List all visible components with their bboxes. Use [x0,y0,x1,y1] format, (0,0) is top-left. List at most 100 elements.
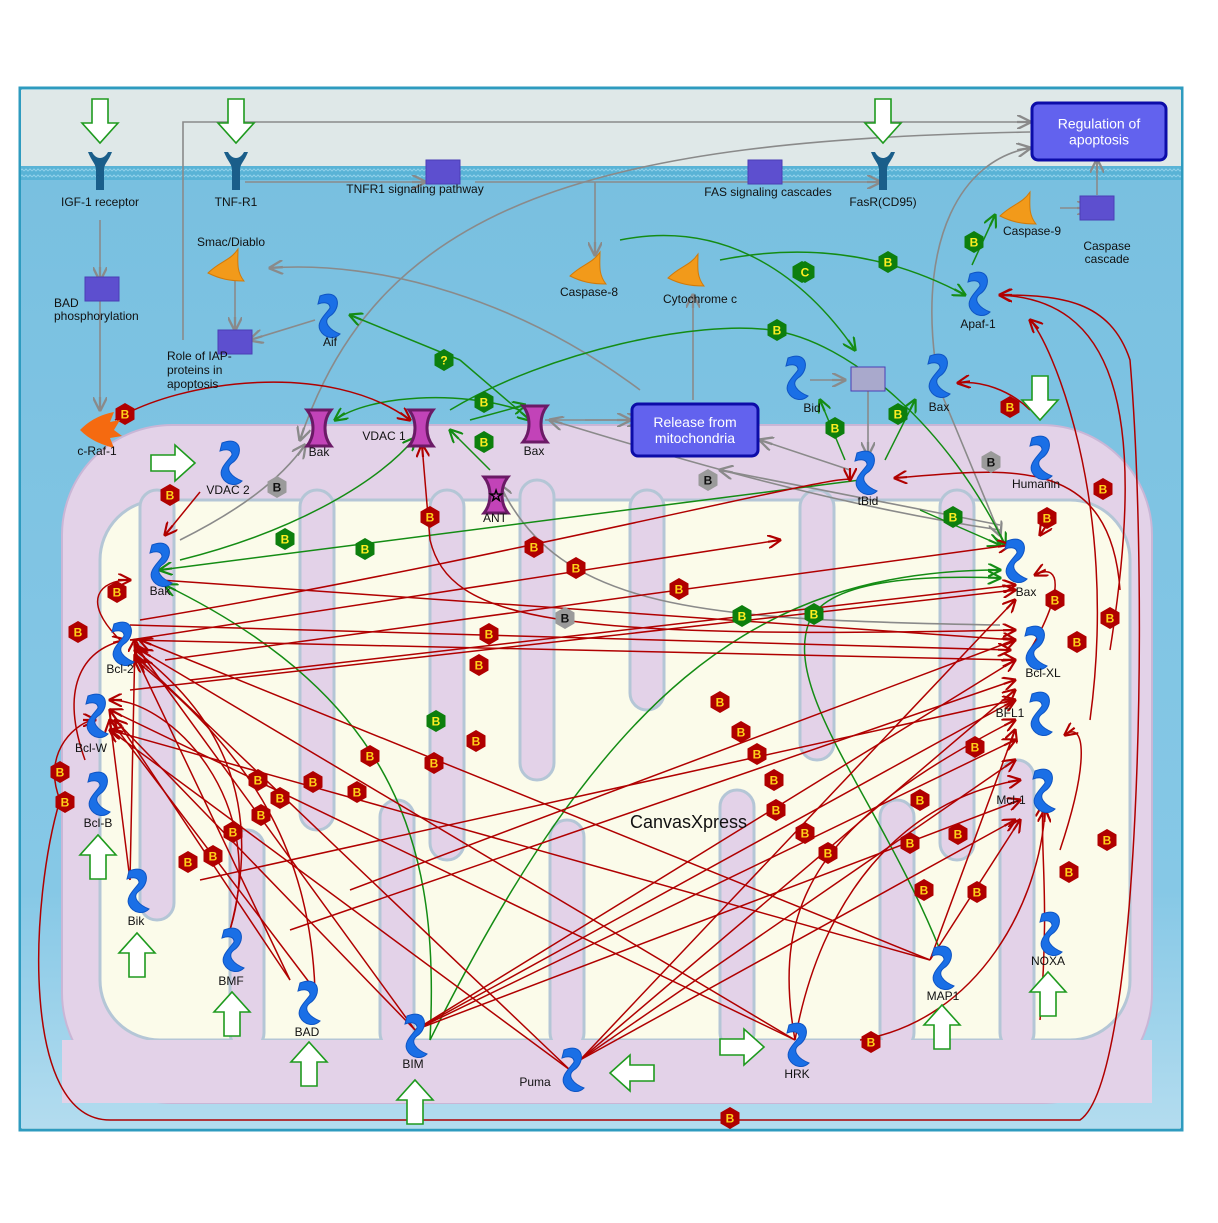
inhibition-badge[interactable]: B [360,745,380,767]
inhibition-badge[interactable]: B [1037,507,1057,529]
bid-cleavage-node[interactable] [850,366,886,392]
tnf-r1[interactable] [224,152,248,190]
inhibition-badge[interactable]: B [710,691,730,713]
fas-receptor[interactable] [871,152,895,190]
activation-badge[interactable]: B [732,605,752,627]
inhibition-badge[interactable]: B [160,484,180,506]
inhibition-badge[interactable]: B [747,743,767,765]
vdac2[interactable] [219,440,243,485]
inhibition-badge[interactable]: B [251,804,271,826]
neutral-badge[interactable]: B [698,469,718,491]
activation-edge[interactable] [450,430,491,471]
activation-badge[interactable]: B [825,417,845,439]
inhibition-edge[interactable] [579,760,1015,1061]
inhibition-badge[interactable]: B [764,769,784,791]
neutral-badge[interactable]: B [267,476,287,498]
inhibition-edge[interactable] [114,381,410,420]
activation-edge[interactable] [165,585,433,1041]
inhibition-edge[interactable] [110,710,796,1041]
humanin[interactable] [1029,435,1053,480]
inhibition-edge[interactable] [115,720,416,1031]
bax[interactable] [1004,538,1028,583]
inhibition-badge[interactable]: B [967,881,987,903]
inhibition-badge[interactable]: B [910,789,930,811]
signal-edge[interactable] [500,485,1001,626]
inhibition-edge[interactable] [958,382,1031,411]
cytochrome-c[interactable] [667,252,706,287]
inhibition-edge[interactable] [579,820,1015,1061]
inhibition-edge[interactable] [135,655,291,981]
tbid[interactable] [854,450,878,495]
inhibition-badge[interactable]: B [248,769,268,791]
iap-role-node[interactable] [217,329,253,355]
c-raf-1[interactable] [80,412,122,448]
inhibition-badge[interactable]: B [479,623,499,645]
inhibition-edge[interactable] [164,545,1010,661]
inhibition-badge[interactable]: B [424,752,444,774]
signal-edge[interactable] [760,440,851,471]
puma[interactable] [561,1047,585,1092]
activation-edge[interactable] [459,359,530,420]
activation-edge[interactable] [919,509,1000,545]
inhibition-edge[interactable] [37,295,1141,1121]
ant-channel[interactable]: ☆ [480,475,512,515]
inhibition-edge[interactable] [199,700,1015,881]
inhibition-edge[interactable] [1030,320,1099,721]
inhibition-badge[interactable]: B [50,761,70,783]
inhibition-edge[interactable] [129,540,780,641]
inhibition-badge[interactable]: B [1045,589,1065,611]
signal-edge[interactable] [179,445,305,541]
inhibition-badge[interactable]: B [766,799,786,821]
inhibition-badge[interactable]: B [420,506,440,528]
inhibition-edge[interactable] [129,639,1015,660]
vdac1-channel[interactable] [405,408,437,448]
activation-edge[interactable] [619,234,855,350]
inhibition-badge[interactable]: B [731,721,751,743]
smac-diablo[interactable] [207,247,246,282]
activation-badge[interactable]: B [888,403,908,425]
activation-badge[interactable]: B [275,528,295,550]
activation-badge[interactable]: B [943,506,963,528]
inhibition-edge[interactable] [129,624,1010,650]
inhibition-badge[interactable]: B [303,771,323,793]
inhibition-badge[interactable]: B [795,822,815,844]
inhibition-badge[interactable]: B [55,791,75,813]
inhibition-edge[interactable] [788,720,1015,1041]
inhibition-edge[interactable] [929,730,1015,961]
bax-channel[interactable] [519,404,551,444]
activation-edge[interactable] [429,570,1000,1041]
inhibition-badge[interactable]: B [566,557,586,579]
inhibition-edge[interactable] [97,580,130,641]
activation-badge[interactable]: B [426,710,446,732]
inhibition-badge[interactable]: B [1100,607,1120,629]
inhibition-badge[interactable]: B [347,781,367,803]
noxa[interactable] [1039,911,1063,956]
inhibition-badge[interactable]: B [948,823,968,845]
igf1-receptor[interactable] [88,152,112,190]
bad-phosphorylation-node[interactable] [84,276,120,302]
inhibition-edge[interactable] [110,720,131,881]
inhibition-edge[interactable] [110,730,931,961]
activation-edge[interactable] [719,251,965,295]
inhibition-badge[interactable]: B [914,879,934,901]
inhibition-badge[interactable]: B [1067,631,1087,653]
inhibition-edge[interactable] [140,640,931,961]
inhibition-badge[interactable]: B [469,654,489,676]
map1[interactable] [931,945,955,990]
inhibition-edge[interactable] [859,810,1045,1041]
inhibition-edge[interactable] [579,690,1015,1061]
inhibition-badge[interactable]: B [1000,396,1020,418]
inhibition-badge[interactable]: B [270,787,290,809]
inhibition-badge[interactable]: B [818,842,838,864]
inhibition-badge[interactable]: B [1097,829,1117,851]
activation-badge[interactable]: B [474,431,494,453]
activation-badge[interactable]: B [355,538,375,560]
inhibition-badge[interactable]: B [223,821,243,843]
neutral-badge[interactable]: B [981,451,1001,473]
inhibition-edge[interactable] [110,730,571,1071]
activation-badge[interactable]: B [878,251,898,273]
inhibition-edge[interactable] [140,660,571,1071]
inhibition-edge[interactable] [129,590,1015,691]
inhibition-edge[interactable] [349,640,1015,891]
